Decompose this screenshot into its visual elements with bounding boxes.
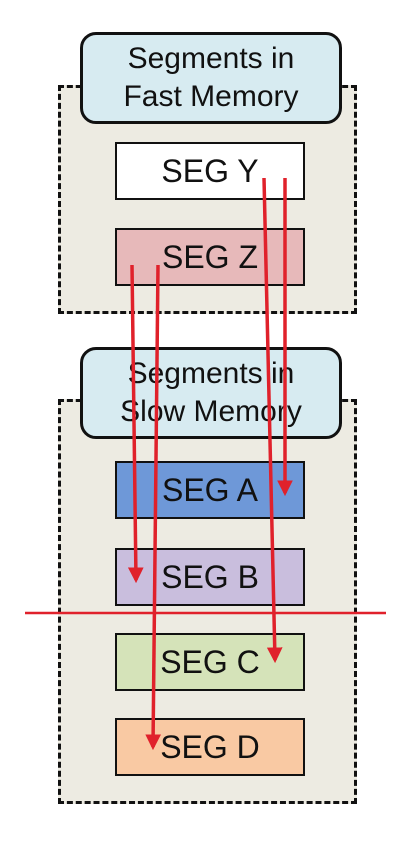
segment-b: SEG B [115,548,305,606]
slow-memory-label: Segments in Slow Memory [80,347,342,439]
segment-z: SEG Z [115,228,305,286]
segment-y: SEG Y [115,142,305,200]
fast-memory-label: Segments in Fast Memory [80,32,342,124]
segment-d: SEG D [115,718,305,776]
segment-a: SEG A [115,461,305,519]
segment-c: SEG C [115,633,305,691]
